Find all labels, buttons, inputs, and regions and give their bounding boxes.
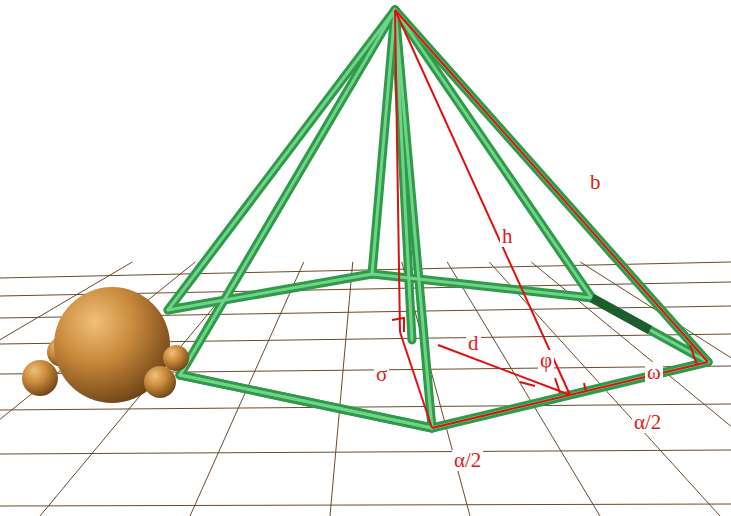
pyramid-edge-highlight [168, 274, 372, 310]
pyramid-edge [395, 10, 592, 298]
angle-label: α/2 [452, 450, 483, 471]
angle-label: d [466, 333, 481, 354]
pyramid-edge [180, 375, 432, 428]
pyramid-edge-dark [592, 298, 650, 330]
pyramid-edge-highlight [395, 10, 592, 298]
annotation-line [395, 10, 708, 362]
pyramid-edge-highlight [180, 375, 432, 428]
angle-label: σ [374, 364, 389, 385]
wooden-molecule [22, 287, 189, 403]
pyramid-edge-highlight [395, 10, 708, 362]
pyramid-edge-highlight [180, 10, 395, 375]
pyramid-edge [168, 10, 395, 310]
pyramid-edge-highlight [180, 375, 432, 428]
annotation-line [520, 382, 535, 386]
annotation-line [690, 345, 697, 365]
pyramid-edge-highlight [372, 10, 395, 274]
floor-grid [0, 262, 731, 516]
grid-line [0, 262, 195, 516]
annotation-line [395, 10, 570, 395]
annotation-line [392, 318, 404, 332]
angle-label: φ [538, 350, 554, 371]
grid-line [330, 262, 353, 516]
annotation-line [555, 378, 560, 393]
angle-label: α/2 [632, 412, 663, 433]
angle-label: h [500, 226, 515, 247]
annotation-line [438, 345, 570, 395]
pyramid-edge-highlight [592, 298, 708, 362]
pyramid-edge-highlight [395, 10, 432, 428]
annotation-line [395, 10, 400, 332]
pyramid-edge [180, 375, 432, 428]
annotation-line [584, 383, 586, 392]
angle-label: ω [645, 362, 663, 383]
angle-label: b [588, 172, 603, 193]
grid-line [531, 262, 731, 516]
pyramid-edge [592, 298, 708, 362]
pyramid-edge [168, 274, 372, 310]
annotation-line [400, 332, 432, 428]
pyramid-edge-highlight [168, 10, 395, 310]
grid-line [0, 450, 731, 454]
pyramid-edge [395, 10, 708, 362]
annotation-lines [392, 10, 708, 428]
grid-line [0, 504, 731, 506]
pyramid-edge [180, 10, 395, 375]
pyramid-edge [395, 10, 432, 428]
pyramid-edge-highlight [372, 274, 592, 298]
pyramid-frame [168, 10, 708, 428]
pyramid-edge-highlight [395, 10, 412, 340]
